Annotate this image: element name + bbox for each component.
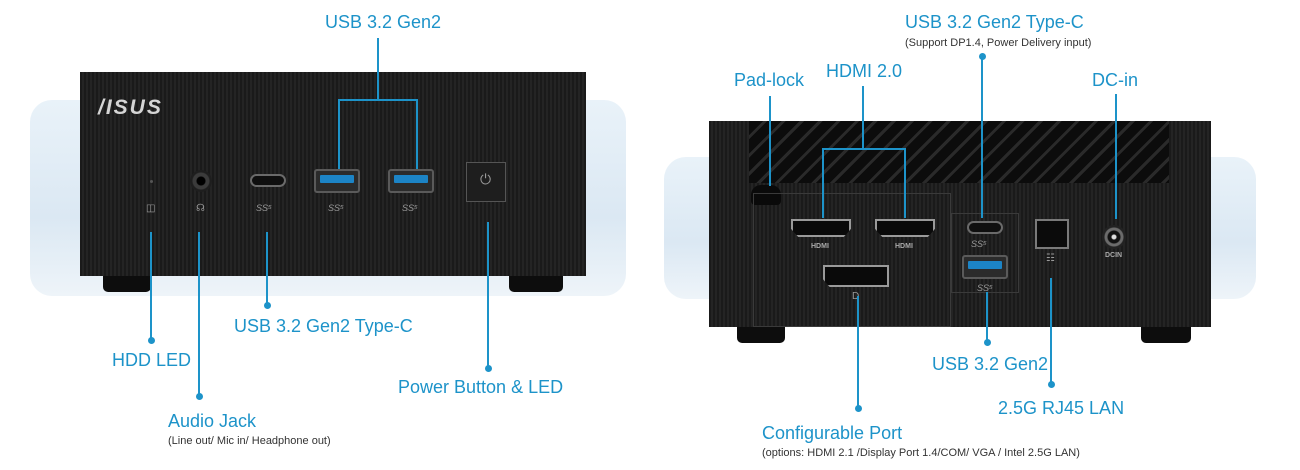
vent-grille [749,121,1169,183]
callout-line [1115,94,1117,219]
callout-line [1050,278,1052,384]
headset-icon: ☊ [196,203,205,214]
hdmi-text-1: HDMI [811,243,829,250]
dcin-text: DCIN [1105,252,1123,259]
label-configurable-port: Configurable Port [762,423,903,443]
ss-mark-back-usb: SS⁵ [977,283,993,293]
front-foot-left [103,276,151,292]
callout-line [266,232,268,305]
label-back-usb-gen2: USB 3.2 Gen2 [932,354,1049,374]
callout-dot [984,339,991,346]
callout-line [377,38,379,100]
label-lan: 2.5G RJ45 LAN [998,398,1125,418]
back-foot-right [1141,327,1191,343]
hdd-icon: ◫ [146,203,156,214]
callout-line [986,292,988,342]
label-back-usb-typec: USB 3.2 Gen2 Type-C [905,12,1084,32]
audio-jack-note: (Line out/ Mic in/ Headphone out) [168,435,331,447]
ss-mark-usb2: SS⁵ [402,203,418,213]
front-foot-right [509,276,563,292]
callout-dot [855,405,862,412]
back-usb-c-port [967,221,1003,234]
callout-line [822,148,824,218]
back-usb-typec-note: (Support DP1.4, Power Delivery input) [905,37,1092,49]
hdmi-port-1 [791,219,851,237]
callout-line [822,148,906,150]
callout-dot [485,365,492,372]
label-front-usb-gen2: USB 3.2 Gen2 [325,12,442,32]
rj45-lan-port [1035,219,1069,249]
callout-line [981,56,983,218]
label-hdd-led: HDD LED [112,350,192,370]
label-padlock: Pad-lock [734,70,805,90]
ss-mark-typec: SS⁵ [256,203,272,213]
callout-dot [979,53,986,60]
asus-logo: /ISUS [98,96,163,119]
network-icon: ☷ [1046,253,1055,264]
hdd-led-light [150,180,153,183]
dc-in-port [1102,225,1126,249]
callout-dot [148,337,155,344]
label-audio-jack: Audio Jack [168,411,257,431]
back-panel: HDMI HDMI D SS⁵ SS⁵ ☷ DCIN [709,121,1211,327]
hdmi-port-2 [875,219,935,237]
io-panel-left [753,193,951,327]
configurable-port [823,265,889,287]
back-usb-a-port [962,255,1008,279]
callout-line [338,99,418,101]
io-panel-usb [951,213,1019,293]
label-dc-in: DC-in [1092,70,1139,90]
callout-line [338,99,340,169]
displayport-icon: D [852,291,860,302]
back-foot-left [737,327,785,343]
configurable-port-note: (options: HDMI 2.1 /Display Port 1.4/COM… [762,447,1080,459]
ss-mark-usb1: SS⁵ [328,203,344,213]
front-panel: /ISUS ◫ ☊ SS⁵ SS⁵ SS⁵ ⏻ [80,72,586,276]
front-usb-a-port-2 [388,169,434,193]
callout-dot [264,302,271,309]
callout-line [487,222,489,368]
callout-line [198,232,200,396]
padlock-slot [751,185,781,205]
callout-line [904,148,906,218]
callout-line [862,86,864,149]
label-power-button: Power Button & LED [398,377,564,397]
power-button: ⏻ [466,162,506,202]
hdmi-text-2: HDMI [895,243,913,250]
callout-dot [196,393,203,400]
callout-dot [1048,381,1055,388]
callout-line [150,232,152,340]
front-usb-a-port-1 [314,169,360,193]
front-usb-c-port [250,174,286,187]
label-front-usb-typec: USB 3.2 Gen2 Type-C [234,316,413,336]
label-hdmi: HDMI 2.0 [826,61,903,81]
audio-jack-port [190,170,212,192]
power-icon: ⏻ [480,171,492,187]
callout-line [857,296,859,408]
ss-mark-back-typec: SS⁵ [971,239,987,249]
callout-line [416,99,418,169]
callout-line [769,96,771,186]
